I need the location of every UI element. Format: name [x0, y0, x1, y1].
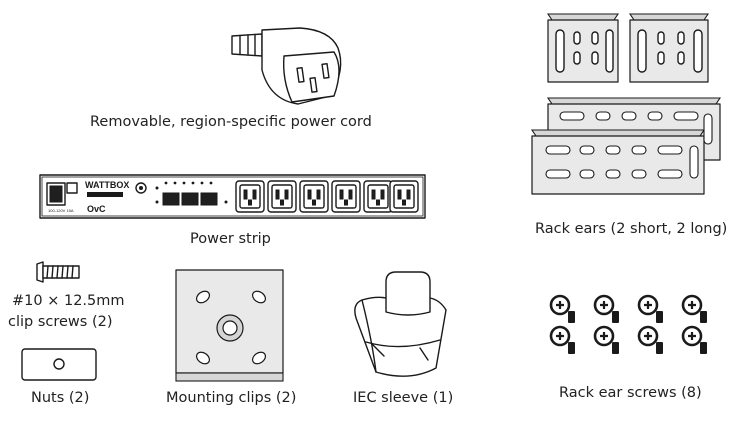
rack-ears-caption: Rack ears (2 short, 2 long): [535, 221, 728, 237]
svg-text:100-120V 15A: 100-120V 15A: [48, 208, 74, 213]
power-strip-logo: WATTBOX: [85, 180, 129, 190]
power-cord-caption: Removable, region-specific power cord: [90, 114, 372, 130]
clip-screws-caption-line1: #10 × 12.5mm: [12, 293, 125, 309]
clip-screws-caption-line2: clip screws (2): [8, 314, 113, 330]
nuts-caption: Nuts (2): [31, 390, 90, 406]
iec-sleeve-caption: IEC sleeve (1): [353, 390, 454, 406]
mounting-clips-caption: Mounting clips (2): [166, 390, 297, 406]
svg-text:OvC: OvC: [87, 204, 106, 214]
power-strip-caption: Power strip: [190, 231, 271, 247]
rack-ear-screws-caption: Rack ear screws (8): [559, 385, 702, 401]
